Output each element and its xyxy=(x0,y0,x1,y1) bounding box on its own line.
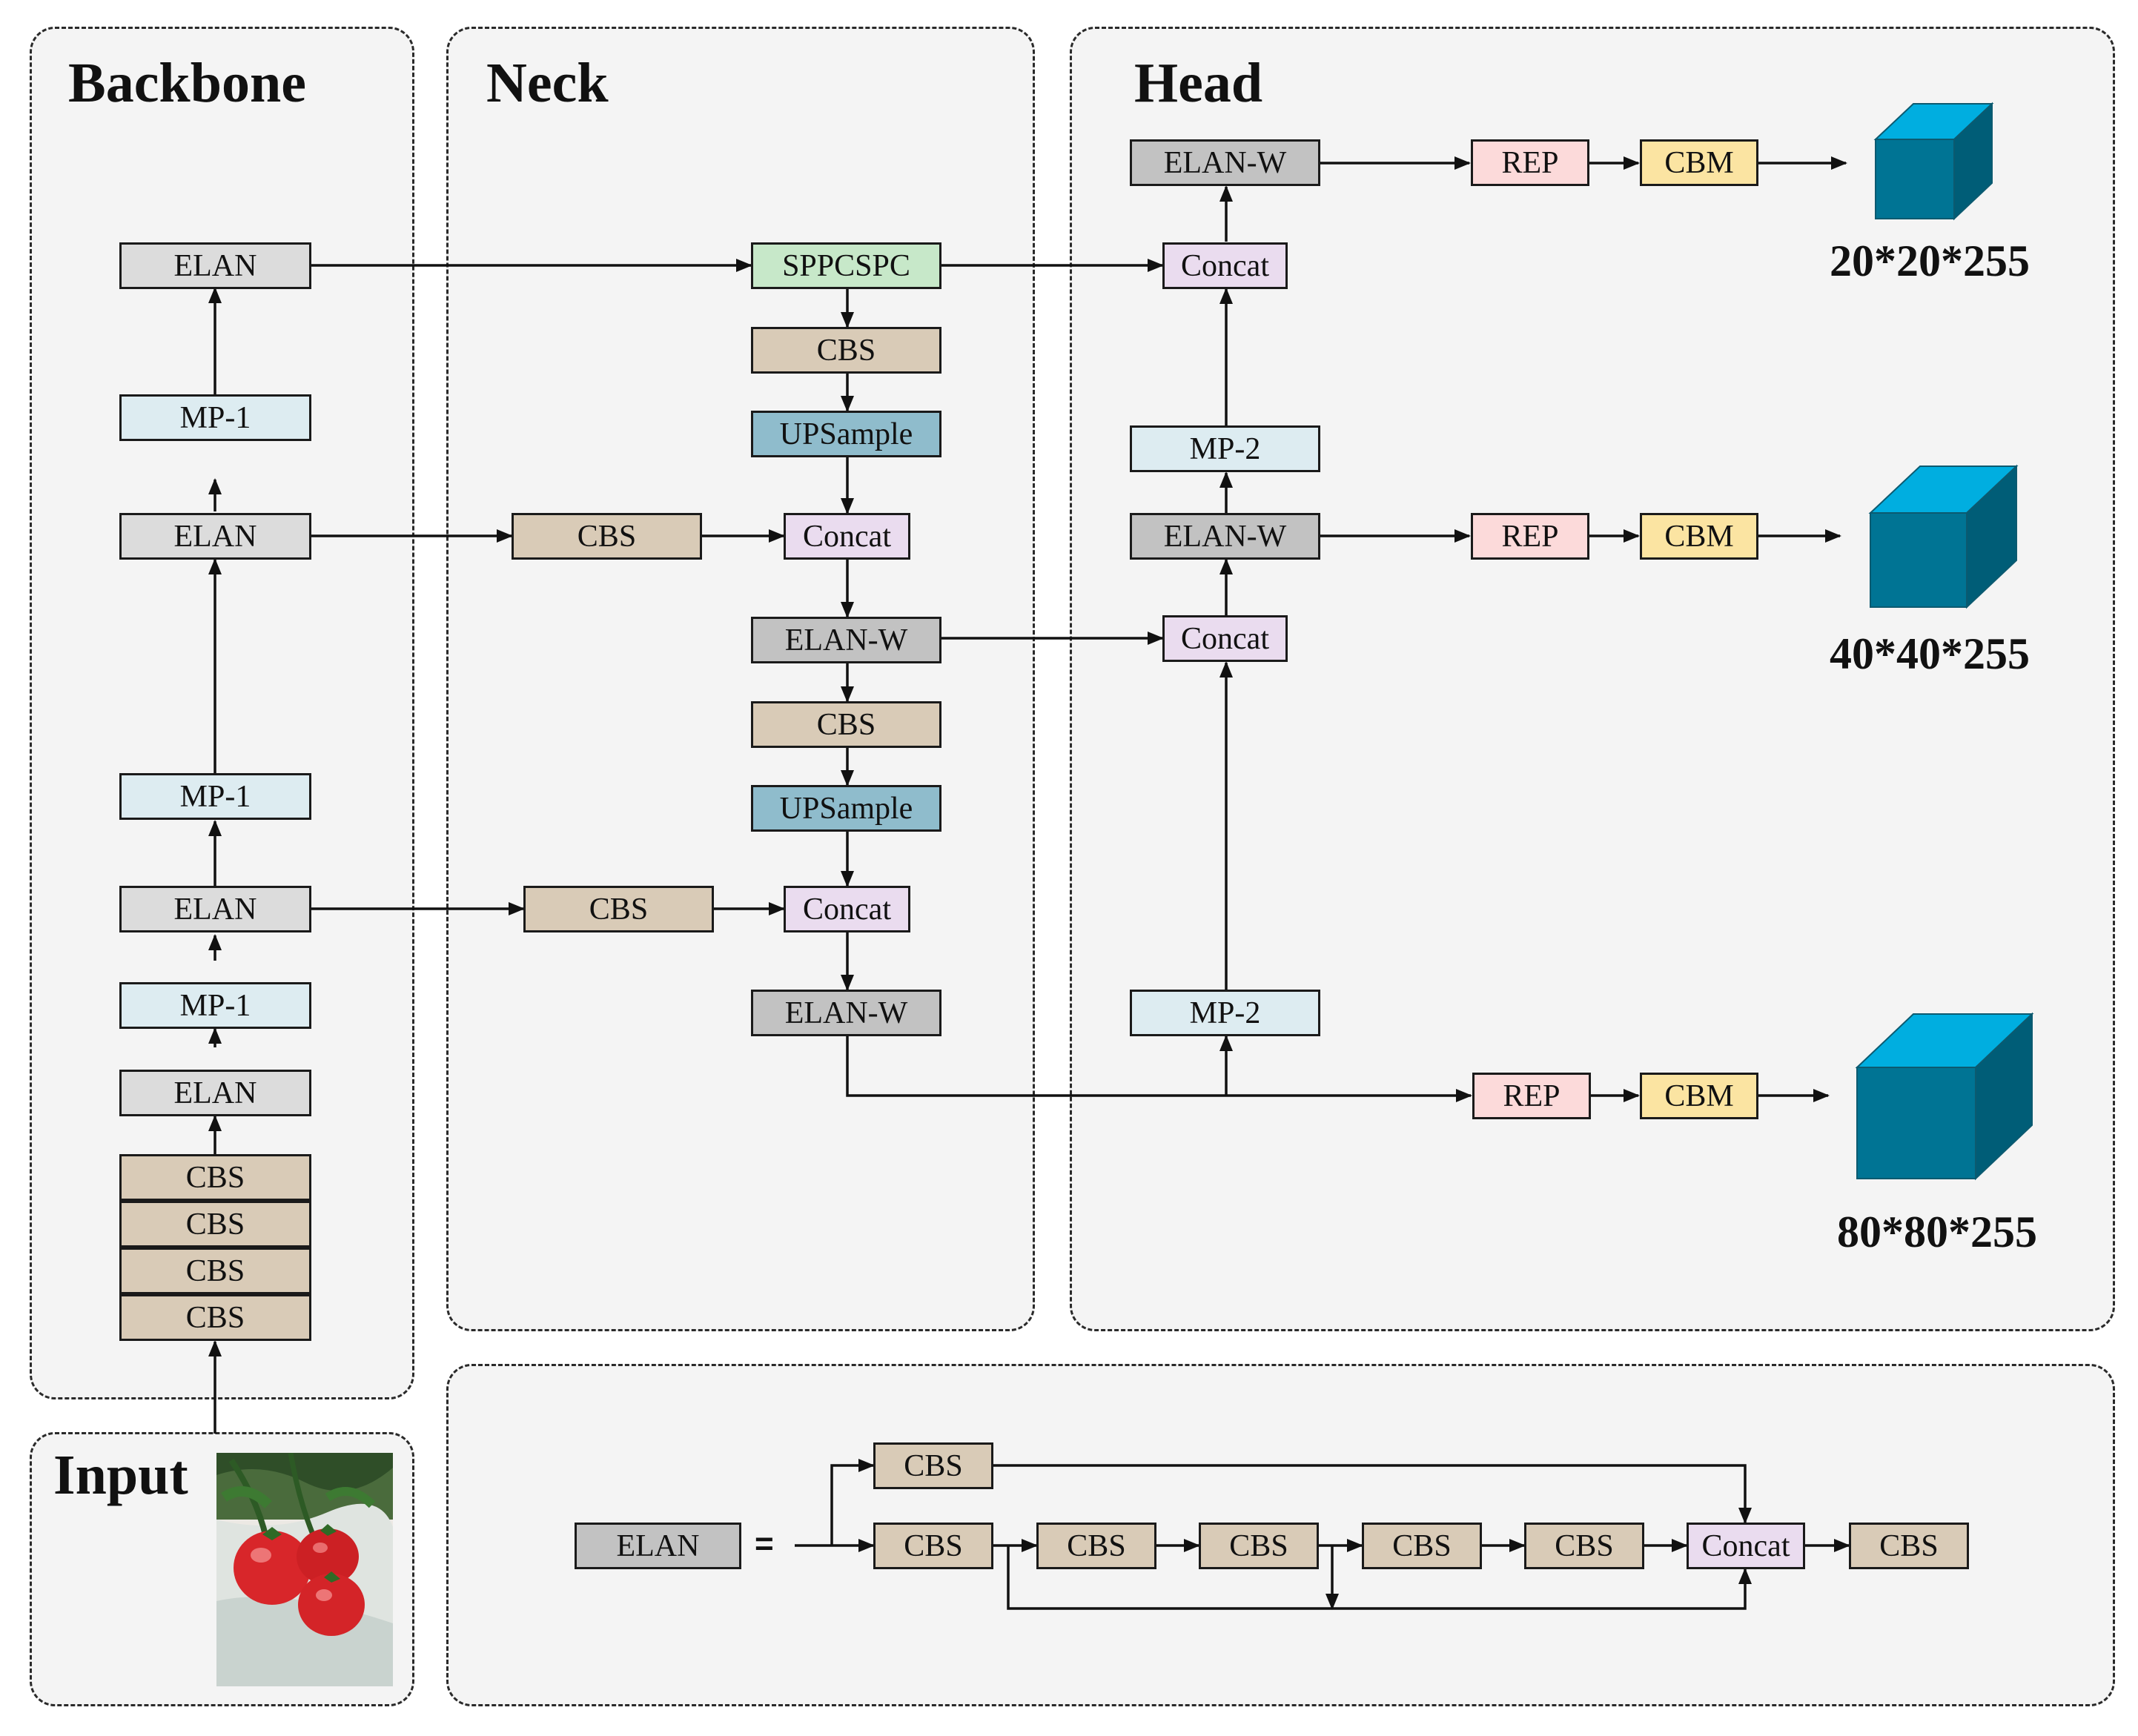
backbone-elan-2: ELAN xyxy=(119,886,311,932)
neck-upsample-1: UPSample xyxy=(751,411,941,457)
tomato-input-image xyxy=(216,1453,393,1686)
backbone-mp1-b: MP-1 xyxy=(119,773,311,820)
neck-elanw-2: ELAN-W xyxy=(751,990,941,1036)
legend-elan: ELAN xyxy=(575,1523,741,1569)
input-title: Input xyxy=(53,1444,188,1506)
head-concat-mid: Concat xyxy=(1162,615,1288,662)
output-label-80: 80*80*255 xyxy=(1837,1207,2037,1256)
neck-cbs-1: CBS xyxy=(751,327,941,374)
output-label-40: 40*40*255 xyxy=(1830,629,2030,678)
head-rep-1: REP xyxy=(1471,139,1589,186)
head-rep-2: REP xyxy=(1471,513,1589,560)
backbone-title: Backbone xyxy=(68,52,306,114)
head-elanw-mid: ELAN-W xyxy=(1130,513,1320,560)
neck-concat-2: Concat xyxy=(784,886,910,932)
neck-title: Neck xyxy=(486,52,609,114)
head-title: Head xyxy=(1134,52,1263,114)
legend-cbs-chain-2: CBS xyxy=(1036,1523,1156,1569)
backbone-elan-4: ELAN xyxy=(119,242,311,289)
legend-cbs-chain-1: CBS xyxy=(873,1523,993,1569)
head-elanw-top: ELAN-W xyxy=(1130,139,1320,186)
legend-cbs-chain-5: CBS xyxy=(1524,1523,1644,1569)
backbone-elan-3: ELAN xyxy=(119,513,311,560)
backbone-mp1-c: MP-1 xyxy=(119,394,311,441)
head-concat-top: Concat xyxy=(1162,242,1288,289)
backbone-cbs-1: CBS xyxy=(119,1154,311,1201)
legend-cbs-top: CBS xyxy=(873,1442,993,1489)
output-cube-80 xyxy=(1855,1012,2034,1181)
neck-concat-1: Concat xyxy=(784,513,910,560)
legend-equals: = xyxy=(755,1525,774,1562)
backbone-cbs-2: CBS xyxy=(119,1201,311,1248)
backbone-elan-1: ELAN xyxy=(119,1070,311,1116)
neck-lateral-cbs-1: CBS xyxy=(512,513,702,560)
head-mp2-top: MP-2 xyxy=(1130,425,1320,472)
output-cube-40 xyxy=(1868,464,2019,609)
output-cube-20 xyxy=(1873,102,1994,221)
neck-upsample-2: UPSample xyxy=(751,785,941,832)
neck-lateral-cbs-2: CBS xyxy=(523,886,714,932)
legend-concat: Concat xyxy=(1687,1523,1805,1569)
neck-cbs-2: CBS xyxy=(751,701,941,748)
legend-cbs-chain-3: CBS xyxy=(1199,1523,1319,1569)
backbone-cbs-3: CBS xyxy=(119,1248,311,1294)
head-cbm-1: CBM xyxy=(1640,139,1758,186)
backbone-cbs-4: CBS xyxy=(119,1294,311,1341)
head-mp2-bottom: MP-2 xyxy=(1130,990,1320,1036)
neck-sppcspc: SPPCSPC xyxy=(751,242,941,289)
legend-cbs-out: CBS xyxy=(1849,1523,1969,1569)
backbone-mp1-a: MP-1 xyxy=(119,982,311,1029)
legend-cbs-chain-4: CBS xyxy=(1362,1523,1482,1569)
neck-elanw-1: ELAN-W xyxy=(751,617,941,663)
output-label-20: 20*20*255 xyxy=(1830,236,2030,285)
head-rep-3: REP xyxy=(1472,1073,1591,1119)
head-cbm-2: CBM xyxy=(1640,513,1758,560)
head-cbm-3: CBM xyxy=(1640,1073,1758,1119)
